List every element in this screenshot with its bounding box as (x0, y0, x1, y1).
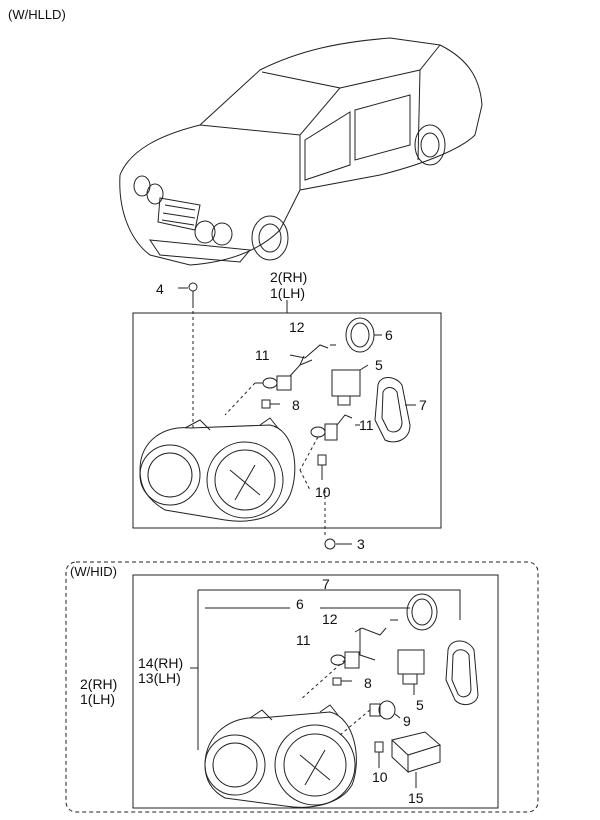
callout-12: 12 (289, 319, 305, 335)
bolt-4 (178, 282, 198, 428)
callout-12-hid: 12 (322, 611, 338, 627)
callout-11-hid: 11 (296, 632, 311, 648)
bulb-10 (317, 454, 327, 480)
callout-8: 8 (292, 397, 300, 413)
callout-7: 7 (419, 397, 427, 413)
cap-6-hid (406, 593, 438, 631)
socket-5-hid (397, 649, 425, 695)
bottom-assy-lh: 1(LH) (80, 691, 116, 707)
car-illustration (119, 37, 483, 266)
callout-15-hid: 15 (408, 790, 424, 806)
bulb-11-upper (255, 359, 313, 391)
callout-10-hid: 10 (372, 769, 388, 785)
callout-5-hid: 5 (416, 697, 424, 713)
hid-group (65, 561, 539, 813)
bottom-sub-rh: 14(RH) (138, 655, 184, 671)
headlamp-bottom (204, 704, 357, 808)
bulb-11-lower (310, 414, 353, 441)
bulb-10-hid (374, 741, 384, 768)
hid-frame (132, 574, 499, 809)
top-assy-lh: 1(LH) (270, 285, 306, 301)
callout-3: 3 (357, 536, 365, 552)
bottom-sub-lh: 13(LH) (138, 670, 181, 686)
bulb-9-hid (339, 700, 401, 736)
cover-7 (374, 377, 416, 443)
callout-11a: 11 (255, 347, 270, 363)
callout-8-hid: 8 (364, 675, 372, 691)
bulb-8-hid (332, 677, 352, 686)
bulb-8 (261, 399, 280, 409)
ballast-15 (390, 731, 442, 788)
callout-9-hid: 9 (403, 713, 411, 729)
cap-6 (345, 317, 382, 353)
screw-3 (324, 490, 352, 550)
wire-12 (289, 344, 329, 366)
top-assy-rh: 2(RH) (270, 269, 308, 285)
callout-7-hid: 7 (322, 576, 330, 592)
callout-10: 10 (315, 484, 331, 500)
bulb-11-hid (299, 651, 360, 701)
cover-7-hid (445, 640, 479, 706)
headlamp-top (139, 417, 296, 522)
variant-hlld-label: (W/HLLD) (8, 7, 66, 22)
hlld-frame (132, 312, 442, 529)
callout-6-hid: 6 (296, 596, 304, 612)
socket-5 (331, 364, 369, 406)
bottom-assy-rh: 2(RH) (80, 676, 118, 692)
variant-hid-label: (W/HID) (70, 564, 117, 579)
callout-11b: 11 (359, 417, 374, 433)
callout-6: 6 (385, 327, 393, 343)
wire-12-hid (354, 627, 387, 661)
callout-4: 4 (156, 281, 164, 297)
callout-5: 5 (375, 357, 383, 373)
